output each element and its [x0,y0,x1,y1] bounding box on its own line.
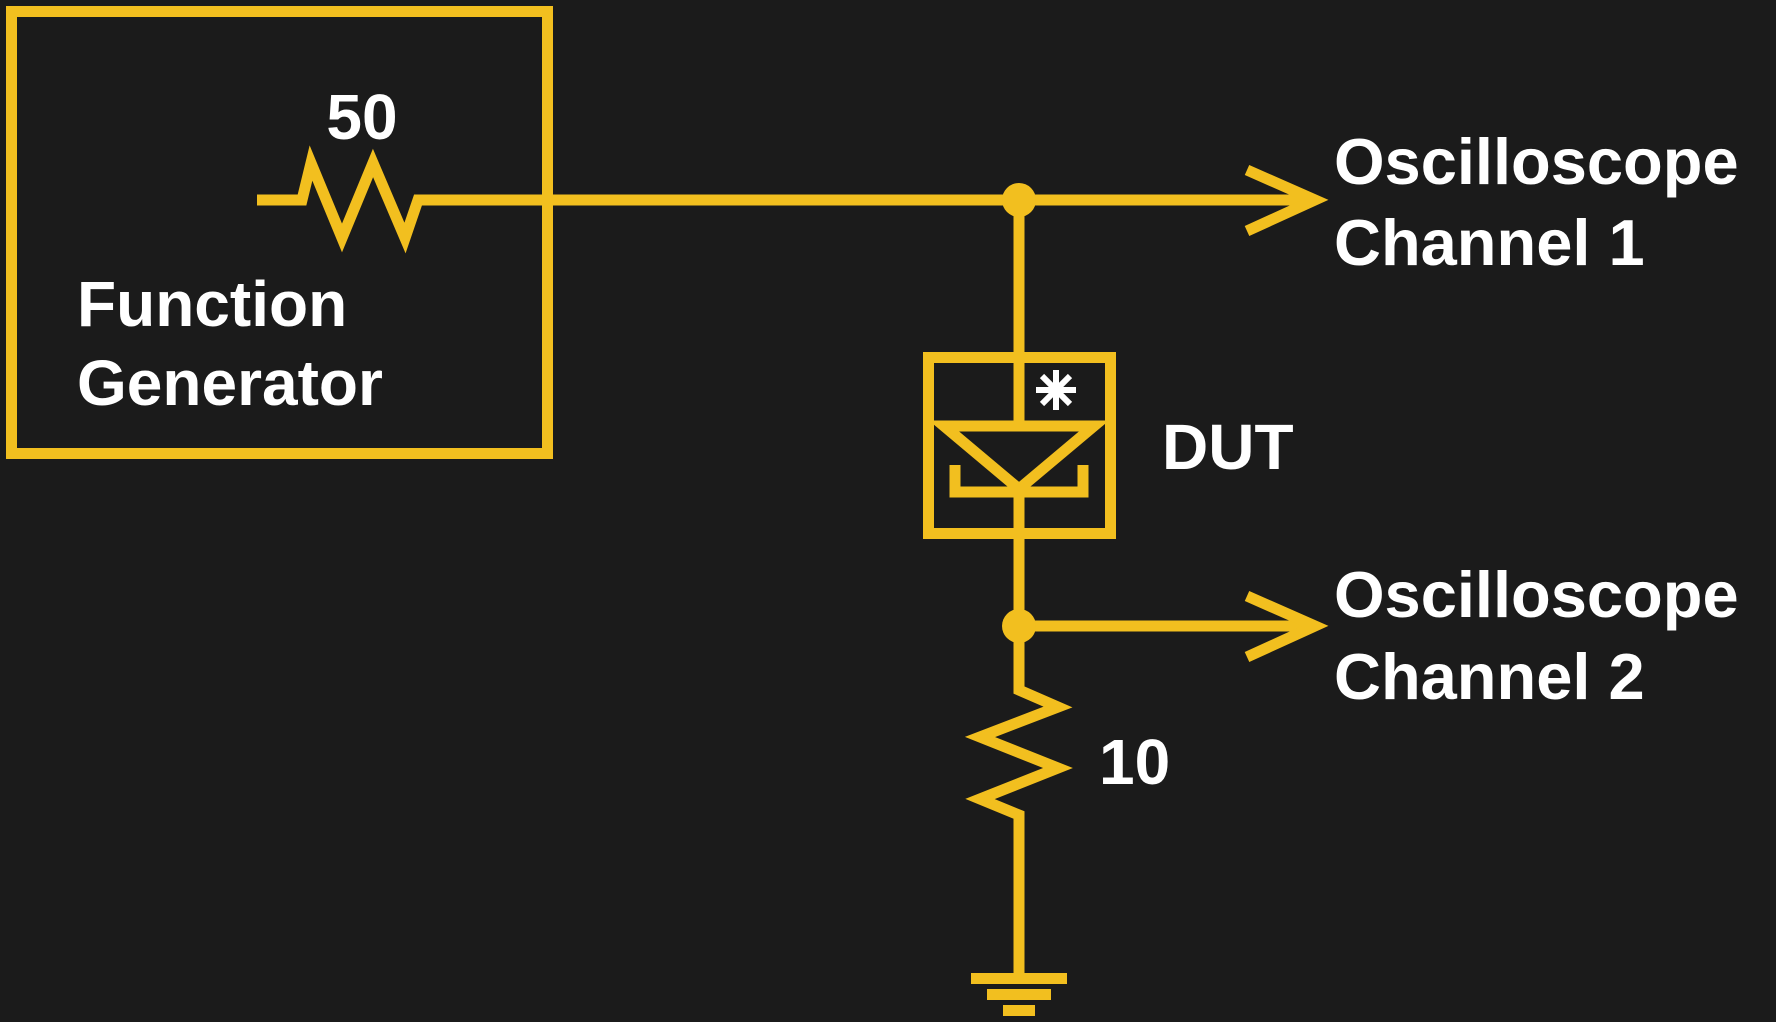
asterisk-icon [1036,370,1076,410]
channel-1-label-line1: Oscilloscope [1334,125,1739,198]
channel-2-arrow-icon [1244,590,1329,663]
function-generator-box [6,6,553,459]
source-resistor [257,145,1019,254]
dut-cathode-bar [949,465,1089,498]
sense-resistor [964,626,1073,976]
function-generator-label-line2: Generator [77,347,383,419]
sense-resistor-label: 10 [1099,726,1170,798]
dut-label: DUT [1162,411,1294,483]
channel-1-arrow-icon [1244,164,1329,237]
channel-2-label-line2: Channel 2 [1334,640,1645,713]
channel-1-label-line2: Channel 1 [1334,206,1645,279]
ground-icon [971,973,1067,1016]
function-generator-label-line1: Function [77,268,347,340]
source-resistor-label: 50 [326,81,397,153]
channel-2-label-line1: Oscilloscope [1334,558,1739,631]
dut-diode-icon [928,420,1110,497]
